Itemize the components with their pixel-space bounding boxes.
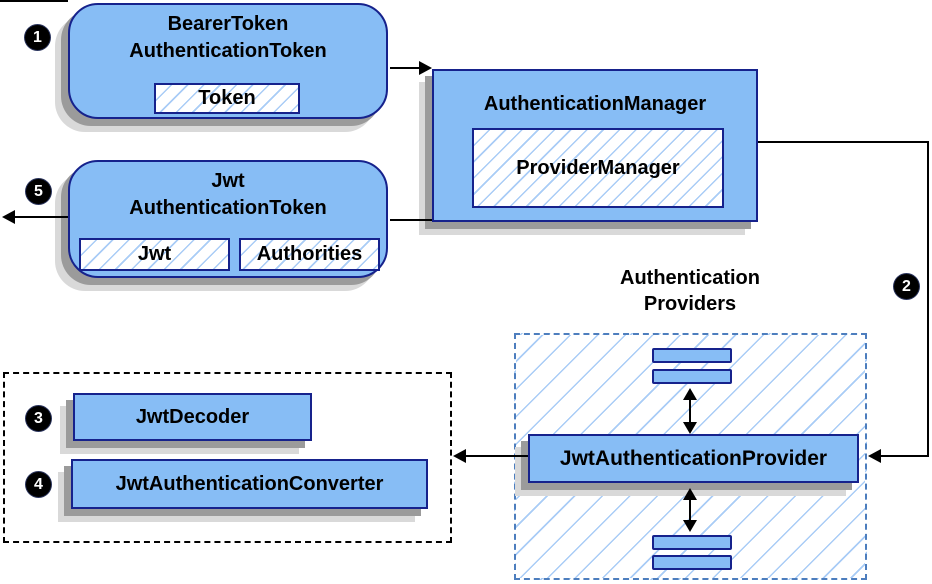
authorities-field-label: Authorities <box>256 243 363 265</box>
arrow-to-providers-bottom-segment <box>880 455 929 457</box>
provider-placeholder-bar <box>652 369 732 384</box>
bearer-token-authentication-token-node: BearerToken AuthenticationToken Token <box>68 3 388 119</box>
arrow-to-providers-top-segment <box>758 141 929 143</box>
jwt-token-title-line1: Jwt <box>211 170 245 192</box>
token-return-line <box>390 219 432 221</box>
step-1-number: 1 <box>33 28 42 46</box>
step-5-badge: 5 <box>26 179 51 204</box>
jwt-authentication-converter-label: JwtAuthenticationConverter <box>115 472 384 495</box>
step-4-number: 4 <box>34 475 43 493</box>
double-arrow-top-line <box>689 398 691 424</box>
arrow-to-providers-vertical-segment <box>927 141 929 457</box>
jwt-decoder-label: JwtDecoder <box>135 405 250 428</box>
providers-group-label: Authentication Providers <box>572 265 808 317</box>
jwt-field-label: Jwt <box>137 243 172 265</box>
arrow-request-in-line <box>0 0 68 2</box>
jwt-authentication-converter-node: JwtAuthenticationConverter <box>71 459 428 509</box>
double-arrow-bottom-line <box>689 498 691 522</box>
bearer-token-node-title: BearerToken AuthenticationToken <box>70 11 386 65</box>
step-5-number: 5 <box>34 182 43 200</box>
provider-placeholder-bar <box>652 348 732 363</box>
bearer-token-title-line1: BearerToken <box>167 13 289 35</box>
arrow-to-decoder-group-line <box>465 455 528 457</box>
arrow-result-out-line <box>14 216 68 218</box>
authentication-manager-title: AuthenticationManager <box>434 91 756 118</box>
jwt-authentication-provider-label: JwtAuthenticationProvider <box>559 446 828 470</box>
authorities-field: Authorities <box>239 238 380 271</box>
double-arrow-up-icon <box>683 388 697 400</box>
provider-placeholder-bar <box>652 555 732 570</box>
provider-manager-label: ProviderManager <box>516 156 680 179</box>
arrowhead-left-icon <box>2 210 15 224</box>
arrow-to-authentication-manager-line <box>390 67 420 69</box>
arrowhead-left-icon <box>868 449 881 463</box>
step-2-badge: 2 <box>894 274 919 299</box>
bearer-token-title-line2: AuthenticationToken <box>129 40 327 62</box>
authentication-manager-node: AuthenticationManager ProviderManager <box>432 69 758 222</box>
step-3-badge: 3 <box>26 406 51 431</box>
double-arrow-down-icon <box>683 520 697 532</box>
arrowhead-left-icon <box>453 449 466 463</box>
arrowhead-right-icon <box>419 61 432 75</box>
jwt-token-title-line2: AuthenticationToken <box>129 197 327 219</box>
jwt-token-node-title: Jwt AuthenticationToken <box>70 168 386 222</box>
token-field: Token <box>154 83 300 114</box>
step-4-badge: 4 <box>26 472 51 497</box>
provider-manager-box: ProviderManager <box>472 128 724 208</box>
providers-group-label-line1: Authentication <box>620 267 760 289</box>
providers-group-label-line2: Providers <box>643 293 737 315</box>
jwt-authentication-token-node: Jwt AuthenticationToken Jwt Authorities <box>68 160 388 278</box>
double-arrow-up-icon <box>683 488 697 500</box>
token-field-label: Token <box>198 87 256 109</box>
jwt-authentication-provider-node: JwtAuthenticationProvider <box>528 434 859 483</box>
jwt-decoder-node: JwtDecoder <box>73 393 312 441</box>
decoder-group-box <box>3 372 452 543</box>
authentication-manager-title-text: AuthenticationManager <box>483 93 707 115</box>
step-2-number: 2 <box>902 277 911 295</box>
step-3-number: 3 <box>34 409 43 427</box>
provider-placeholder-bar <box>652 535 732 550</box>
double-arrow-down-icon <box>683 422 697 434</box>
step-1-badge: 1 <box>25 25 50 50</box>
jwt-field: Jwt <box>79 238 230 271</box>
